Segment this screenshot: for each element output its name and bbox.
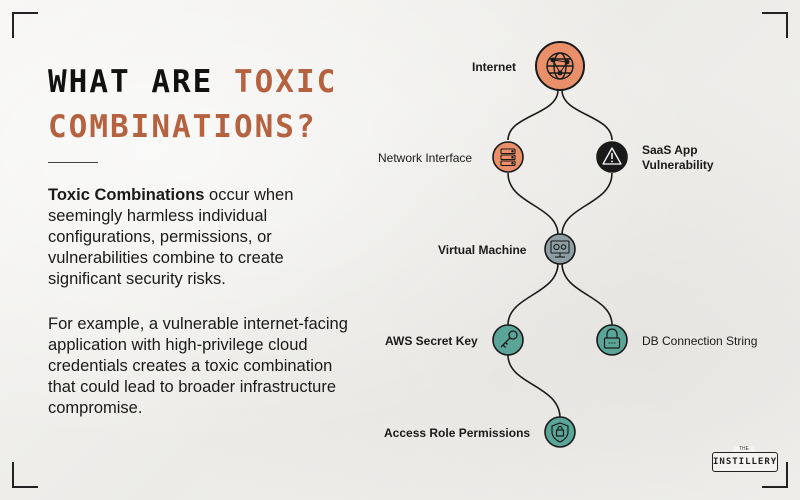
label-network-interface: Network Interface — [378, 151, 473, 165]
monitor-gears-icon — [550, 240, 570, 258]
title-accent-word: TOXIC — [233, 64, 338, 100]
label-saas-vulnerability: SaaS App Vulnerability — [642, 143, 714, 173]
label-internet: Internet — [472, 60, 517, 74]
connector-aws-access — [507, 354, 561, 419]
intro-paragraph: Toxic Combinations occur when seemingly … — [48, 185, 348, 290]
title-plain: WHAT ARE — [48, 64, 234, 100]
connector-vm-db — [561, 262, 613, 326]
label-virtual-machine: Virtual Machine — [438, 243, 527, 257]
title-accent-line2: COMBINATIONS? — [48, 109, 317, 145]
corner-bracket-top-left — [12, 12, 38, 38]
title-divider — [48, 162, 98, 163]
intro-text: occur when seemingly harmless individual… — [48, 186, 294, 288]
node-access-role-permissions — [544, 416, 576, 448]
connector-lines — [507, 89, 613, 419]
svg-text:***: *** — [608, 342, 616, 348]
corner-bracket-bottom-right — [762, 462, 788, 488]
server-stack-icon — [500, 148, 516, 167]
connector-internet-saas — [561, 89, 613, 141]
warning-triangle-icon — [602, 147, 622, 165]
label-saas-line2: Vulnerability — [642, 158, 714, 172]
shield-badge-icon — [551, 422, 569, 443]
connector-vm-aws — [507, 262, 559, 326]
instillery-logo: INSTILLERY — [712, 452, 778, 472]
globe-network-icon — [546, 52, 574, 80]
label-aws-secret-key: AWS Secret Key — [385, 334, 478, 348]
key-icon — [500, 330, 518, 348]
label-access-role-permissions: Access Role Permissions — [384, 426, 531, 440]
corner-bracket-top-right — [762, 12, 788, 38]
node-aws-secret-key — [492, 324, 524, 356]
node-internet — [535, 41, 585, 91]
page-title: WHAT ARE TOXIC COMBINATIONS? — [48, 60, 348, 150]
node-db-connection-string: *** — [596, 324, 628, 356]
label-db-connection-string: DB Connection String — [642, 334, 758, 348]
node-network-interface — [492, 141, 524, 173]
instillery-logo-the: THE — [733, 446, 755, 452]
node-virtual-machine — [544, 233, 576, 265]
connector-network-vm — [507, 172, 559, 236]
connector-saas-vm — [561, 172, 613, 236]
node-saas-vulnerability — [596, 141, 628, 173]
label-saas-line1: SaaS App — [642, 143, 698, 157]
intro-bold-term: Toxic Combinations — [48, 186, 205, 204]
padlock-icon: *** — [603, 328, 621, 349]
connector-internet-network — [507, 89, 559, 141]
example-paragraph: For example, a vulnerable internet-facin… — [48, 315, 348, 417]
corner-bracket-bottom-left — [12, 462, 38, 488]
